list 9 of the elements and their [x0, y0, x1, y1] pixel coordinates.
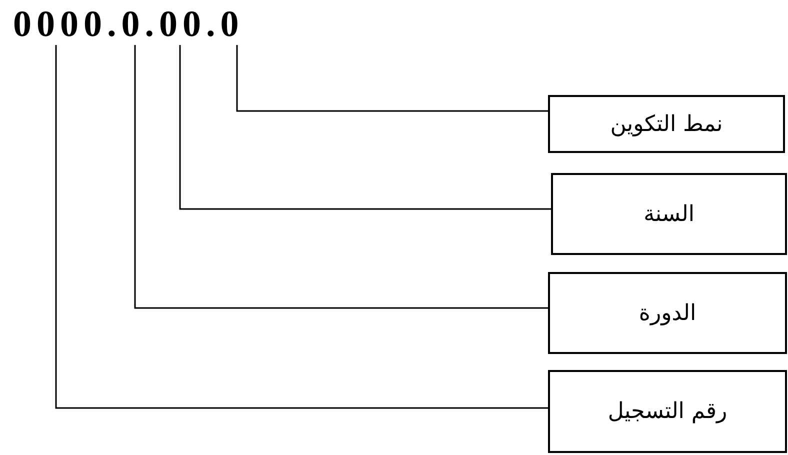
label-box: نمط التكوين [548, 95, 785, 153]
leader-line [179, 45, 551, 210]
leader-line [236, 45, 548, 112]
label-box: رقم التسجيل [548, 370, 787, 453]
leader-line [55, 45, 548, 409]
label-box: السنة [551, 173, 787, 255]
code-number: 0000.0.00.0 [13, 6, 244, 43]
leader-line [134, 45, 548, 309]
label-box: الدورة [548, 272, 787, 354]
